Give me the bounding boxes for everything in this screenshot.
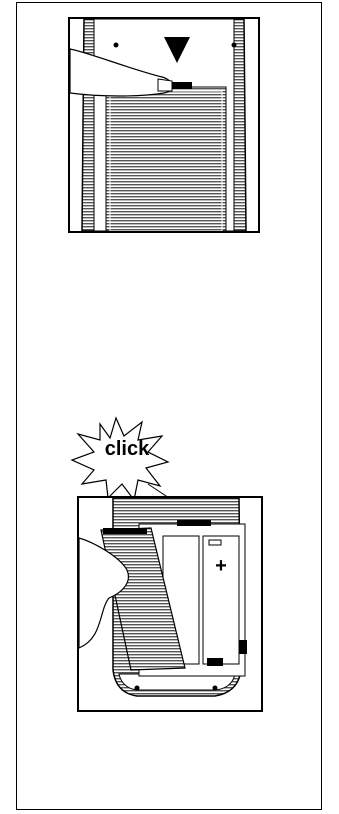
remote-back-illustration	[70, 19, 258, 231]
cover-tab	[177, 520, 211, 526]
battery-cover	[106, 87, 226, 231]
screw-hole	[135, 686, 140, 691]
screw-hole	[232, 43, 237, 48]
battery-plus-label: +	[215, 555, 227, 577]
battery-compartment-illustration: +	[79, 498, 261, 710]
battery-compartment-panel: +	[77, 496, 263, 712]
click-callout-label: click	[97, 438, 157, 461]
remote-back-panel	[68, 17, 260, 233]
screw-hole	[213, 686, 218, 691]
screw-hole	[114, 43, 119, 48]
cover-tab	[170, 82, 192, 89]
